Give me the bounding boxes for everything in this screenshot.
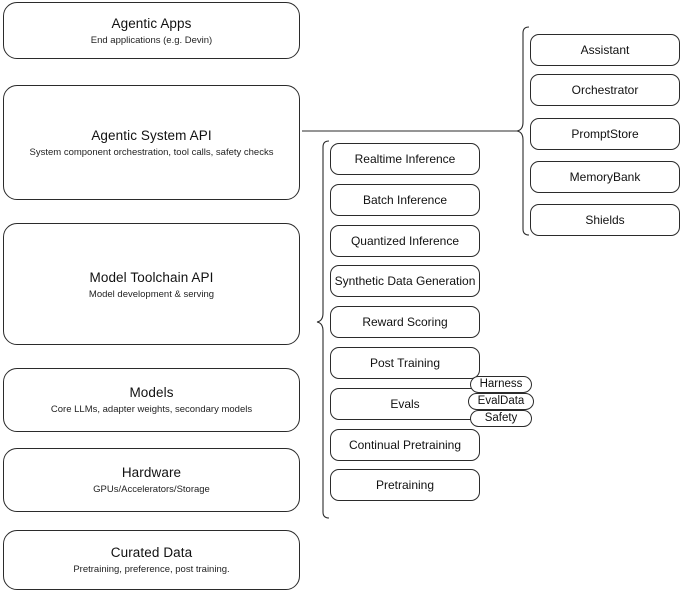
- layer-title: Agentic Apps: [111, 15, 192, 31]
- toolchain-item-label: Realtime Inference: [354, 152, 456, 166]
- evals-badge-evaldata[interactable]: EvalData: [468, 393, 534, 410]
- agentic-item-promptstore[interactable]: PromptStore: [530, 118, 680, 150]
- brace-toolchain-components: [316, 140, 330, 519]
- evals-badge-safety[interactable]: Safety: [470, 410, 532, 427]
- toolchain-item-evals[interactable]: Evals: [330, 388, 480, 420]
- layer-title: Agentic System API: [91, 128, 212, 143]
- layer-title: Hardware: [121, 465, 182, 480]
- toolchain-item-pretraining[interactable]: Pretraining: [330, 469, 480, 501]
- layer-subtitle: Pretraining, preference, post training.: [73, 564, 230, 575]
- layer-title: Models: [129, 385, 174, 400]
- layer-hardware[interactable]: Hardware GPUs/Accelerators/Storage: [3, 448, 300, 512]
- toolchain-item-label: Synthetic Data Generation: [334, 274, 476, 288]
- layer-title: Model Toolchain API: [89, 270, 214, 285]
- layer-subtitle: End applications (e.g. Devin): [90, 34, 213, 46]
- toolchain-item-synthetic-data-generation[interactable]: Synthetic Data Generation: [330, 265, 480, 297]
- toolchain-item-label: Continual Pretraining: [348, 438, 462, 452]
- layer-models[interactable]: Models Core LLMs, adapter weights, secon…: [3, 368, 300, 432]
- layer-agentic-apps[interactable]: Agentic Apps End applications (e.g. Devi…: [3, 2, 300, 59]
- layer-subtitle: GPUs/Accelerators/Storage: [93, 484, 210, 495]
- toolchain-item-batch-inference[interactable]: Batch Inference: [330, 184, 480, 216]
- toolchain-item-continual-pretraining[interactable]: Continual Pretraining: [330, 429, 480, 461]
- toolchain-item-label: Pretraining: [375, 478, 435, 492]
- layer-subtitle: System component orchestration, tool cal…: [29, 147, 274, 158]
- toolchain-item-realtime-inference[interactable]: Realtime Inference: [330, 143, 480, 175]
- toolchain-item-label: Post Training: [369, 356, 441, 370]
- toolchain-item-label: Evals: [390, 397, 420, 411]
- layer-subtitle: Model development & serving: [88, 289, 215, 300]
- agentic-item-memorybank[interactable]: MemoryBank: [530, 161, 680, 193]
- agentic-item-label: MemoryBank: [569, 170, 641, 184]
- layer-model-toolchain-api[interactable]: Model Toolchain API Model development & …: [3, 223, 300, 345]
- layer-curated-data[interactable]: Curated Data Pretraining, preference, po…: [3, 530, 300, 590]
- layer-subtitle: Core LLMs, adapter weights, secondary mo…: [50, 404, 253, 415]
- toolchain-item-label: Quantized Inference: [350, 234, 460, 248]
- agentic-item-orchestrator[interactable]: Orchestrator: [530, 74, 680, 106]
- agentic-item-label: Orchestrator: [571, 83, 639, 97]
- agentic-item-assistant[interactable]: Assistant: [530, 34, 680, 66]
- agentic-item-label: Assistant: [580, 43, 630, 57]
- toolchain-item-post-training[interactable]: Post Training: [330, 347, 480, 379]
- layer-agentic-system-api[interactable]: Agentic System API System component orch…: [3, 85, 300, 200]
- agentic-item-label: PromptStore: [571, 127, 639, 141]
- agentic-item-label: Shields: [585, 213, 625, 227]
- brace-agentic-components: [516, 26, 530, 236]
- toolchain-item-label: Batch Inference: [362, 193, 448, 207]
- agentic-item-shields[interactable]: Shields: [530, 204, 680, 236]
- toolchain-item-label: Reward Scoring: [362, 315, 448, 329]
- toolchain-item-quantized-inference[interactable]: Quantized Inference: [330, 225, 480, 257]
- toolchain-item-reward-scoring[interactable]: Reward Scoring: [330, 306, 480, 338]
- evals-badge-harness[interactable]: Harness: [470, 376, 532, 393]
- layer-title: Curated Data: [110, 545, 193, 560]
